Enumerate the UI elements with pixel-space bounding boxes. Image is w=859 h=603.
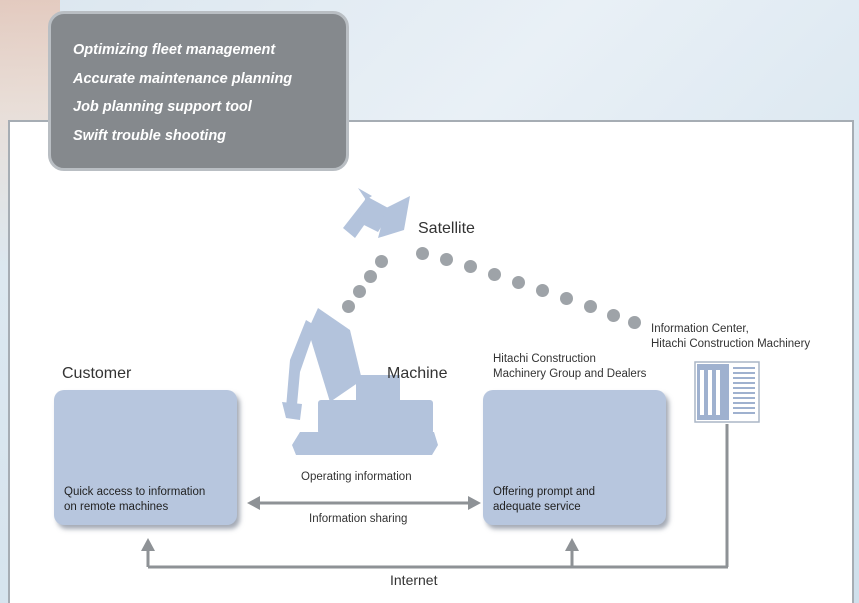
dealers-label-line1: Hitachi Construction	[493, 353, 596, 365]
excavator-icon	[282, 308, 438, 455]
customer-card-line: on remote machines	[64, 501, 169, 513]
customer-label: Customer	[62, 365, 132, 382]
feature-list-box: Optimizing fleet management Accurate mai…	[48, 11, 349, 171]
info-center-label-line1: Information Center,	[651, 323, 749, 335]
dealers-card-line: adequate service	[493, 501, 581, 513]
feature-item: Swift trouble shooting	[73, 127, 227, 144]
customer-card-text: Quick access to information on remote ma…	[64, 485, 205, 515]
signal-dot	[628, 316, 641, 329]
customer-card-line: Quick access to information	[64, 486, 206, 498]
signal-dot	[464, 260, 477, 273]
signal-dot	[584, 300, 597, 313]
dealers-card: Offering prompt and adequate service	[483, 390, 666, 525]
signal-dot	[440, 253, 453, 266]
signal-dot	[416, 247, 429, 260]
satellite-label: Satellite	[418, 220, 475, 237]
feature-item: Job planning support tool	[73, 99, 252, 115]
signal-dot	[364, 270, 377, 283]
feature-item: Optimizing fleet management	[73, 42, 276, 58]
dealers-card-text: Offering prompt and adequate service	[493, 485, 595, 515]
signal-dot	[353, 285, 366, 298]
machine-label: Machine	[387, 365, 448, 382]
internet-label: Internet	[390, 572, 438, 588]
feature-item: Accurate maintenance planning	[73, 70, 293, 87]
operating-info-label: Operating information	[301, 471, 412, 483]
dealers-label-line2: Machinery Group and Dealers	[493, 368, 647, 380]
info-sharing-label: Information sharing	[309, 513, 408, 525]
dealers-card-line: Offering prompt and	[493, 486, 596, 498]
signal-dot	[342, 300, 355, 313]
signal-dot	[607, 309, 620, 322]
signal-dot	[512, 276, 525, 289]
satellite-icon	[343, 188, 410, 238]
signal-dot	[375, 255, 388, 268]
signal-dot	[536, 284, 549, 297]
signal-dot	[488, 268, 501, 281]
signal-dot	[560, 292, 573, 305]
info-center-label-line2: Hitachi Construction Machinery	[651, 338, 811, 350]
customer-card: Quick access to information on remote ma…	[54, 390, 237, 525]
building-icon	[694, 361, 760, 423]
